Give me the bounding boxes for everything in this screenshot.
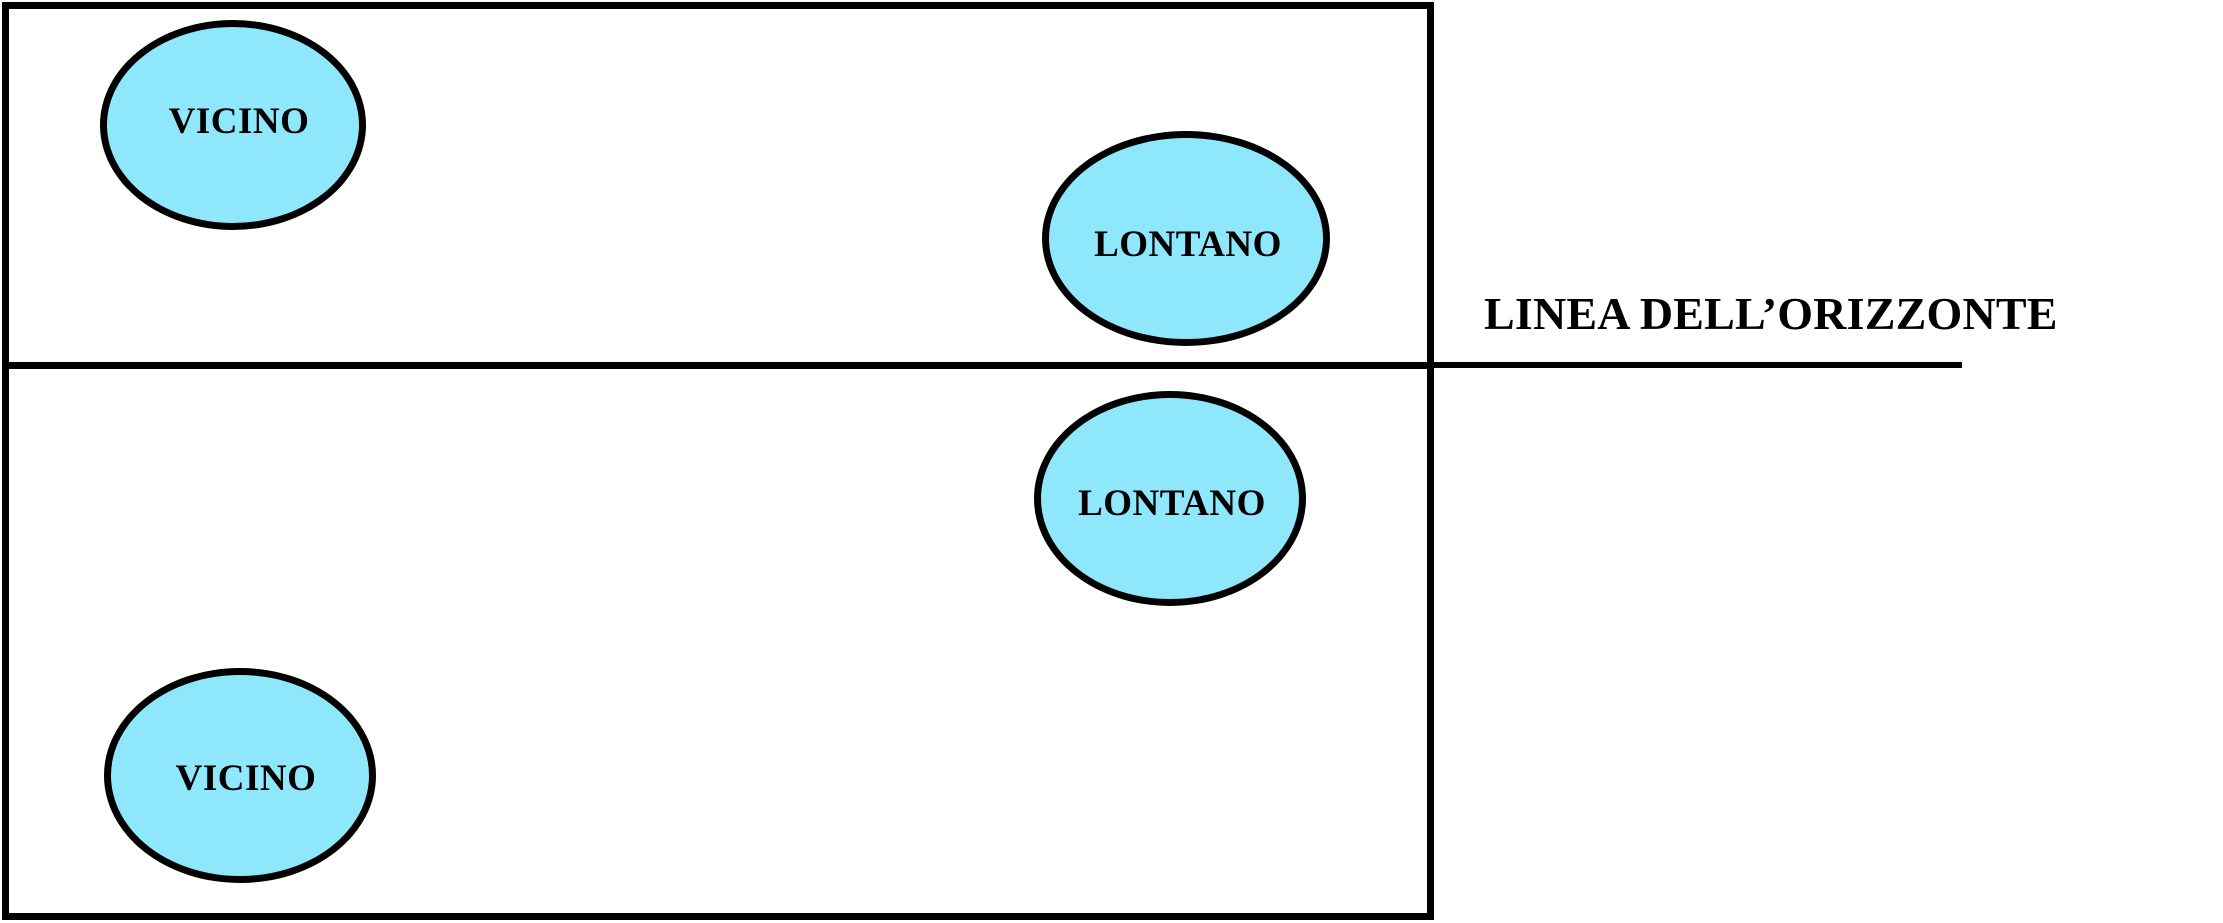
bubble-lontano-top-label: LONTANO [1094,224,1282,265]
bubble-lontano-bottom-label: LONTANO [1078,483,1266,524]
bubble-lontano-bottom[interactable]: LONTANO [1034,391,1306,606]
bubble-vicino-top-label: VICINO [168,100,310,142]
bubble-vicino-bottom[interactable]: VICINO [104,668,376,883]
horizon-label: LINEA DELL’ORIZZONTE [1484,288,2058,339]
bubble-vicino-bottom-label: VICINO [175,758,317,799]
bubble-vicino-top[interactable]: VICINO [100,20,366,230]
bubble-lontano-top[interactable]: LONTANO [1042,131,1330,346]
horizon-line [1428,362,1962,368]
